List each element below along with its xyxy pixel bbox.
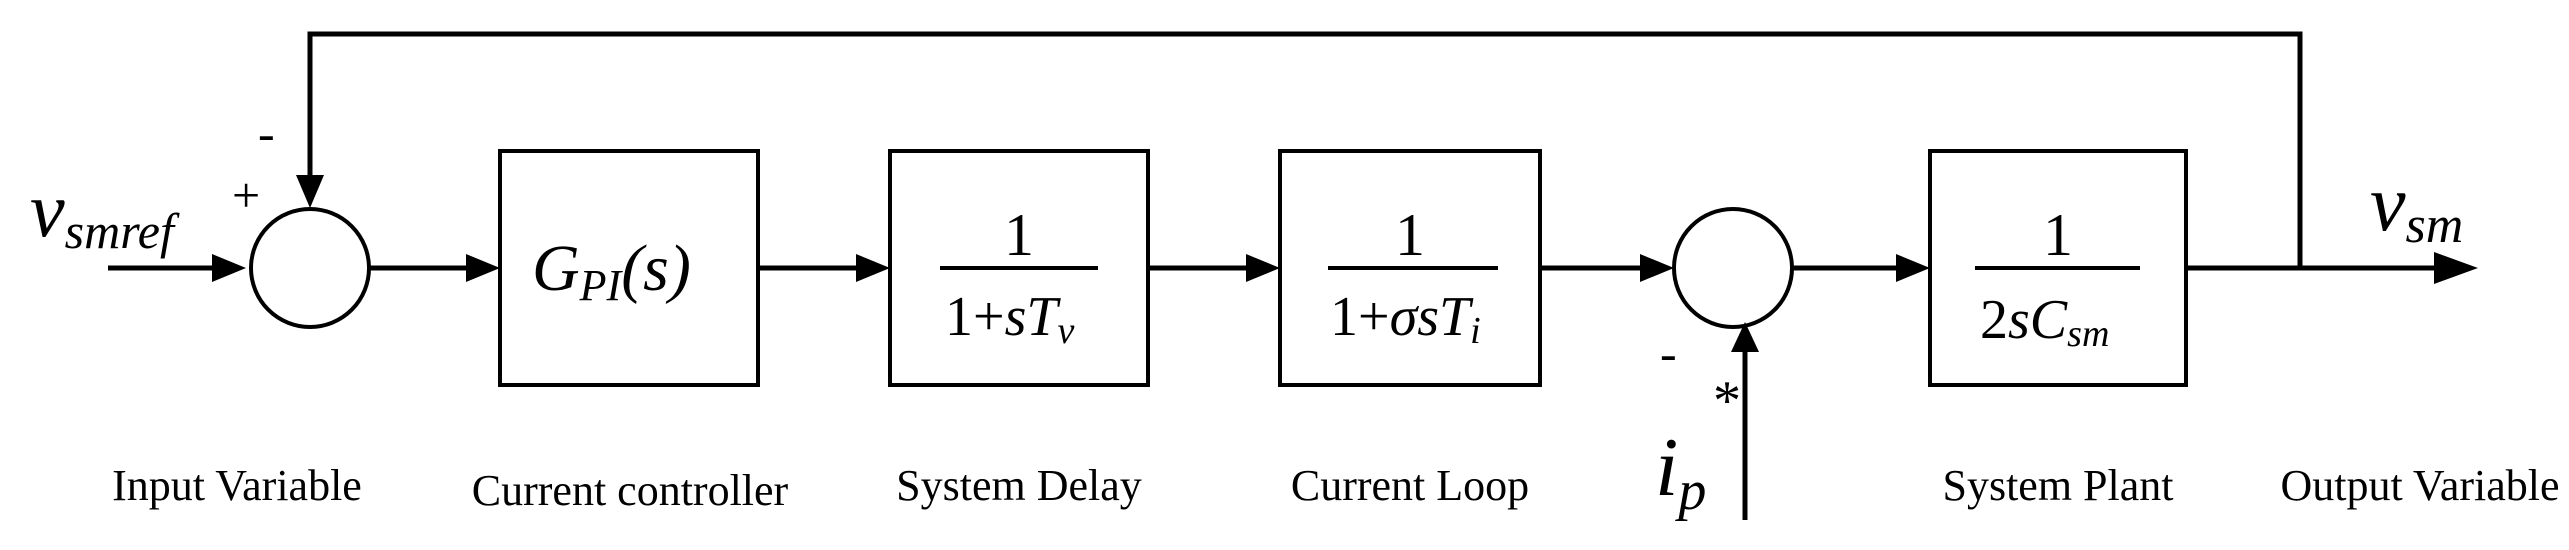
delay-numerator: 1	[1004, 202, 1034, 268]
summing-junction-1	[249, 207, 371, 329]
arrowhead-plant	[1896, 254, 1930, 282]
plant-denominator: 2sCsm	[1980, 289, 2109, 355]
caption-loop: Current Loop	[1291, 461, 1529, 510]
caption-plant: System Plant	[1942, 461, 2173, 510]
caption-output: Output Variable	[2280, 461, 2559, 510]
input-symbol: vsmref	[30, 166, 180, 259]
caption-controller: Current controller	[472, 466, 789, 515]
sum2-minus-sign: -	[1660, 325, 1677, 381]
loop-numerator: 1	[1395, 202, 1425, 268]
controller-block	[498, 149, 760, 387]
output-arrowhead	[2434, 252, 2478, 284]
disturbance-symbol: ip*	[1655, 370, 1738, 522]
arrowhead-loop	[1246, 254, 1280, 282]
controller-transfer-function: GPI(s)	[532, 232, 691, 310]
disturbance-arrowhead	[1731, 322, 1759, 352]
arrowhead-delay	[856, 254, 890, 282]
loop-denominator: 1+σsTi	[1330, 286, 1481, 352]
arrowhead-sum2	[1640, 254, 1674, 282]
summing-junction-2	[1672, 207, 1794, 329]
caption-delay: System Delay	[896, 461, 1142, 510]
arrowhead-controller	[466, 254, 500, 282]
sum1-minus-sign: -	[258, 105, 275, 161]
sum1-plus-sign: +	[232, 167, 260, 223]
output-symbol: vsm	[2370, 160, 2463, 254]
feedback-path	[307, 31, 2303, 268]
feedback-arrowhead	[296, 175, 324, 208]
delay-denominator: 1+sTv	[945, 286, 1075, 352]
caption-input: Input Variable	[112, 461, 362, 510]
input-arrowhead	[212, 254, 246, 282]
plant-numerator: 1	[2043, 202, 2073, 268]
